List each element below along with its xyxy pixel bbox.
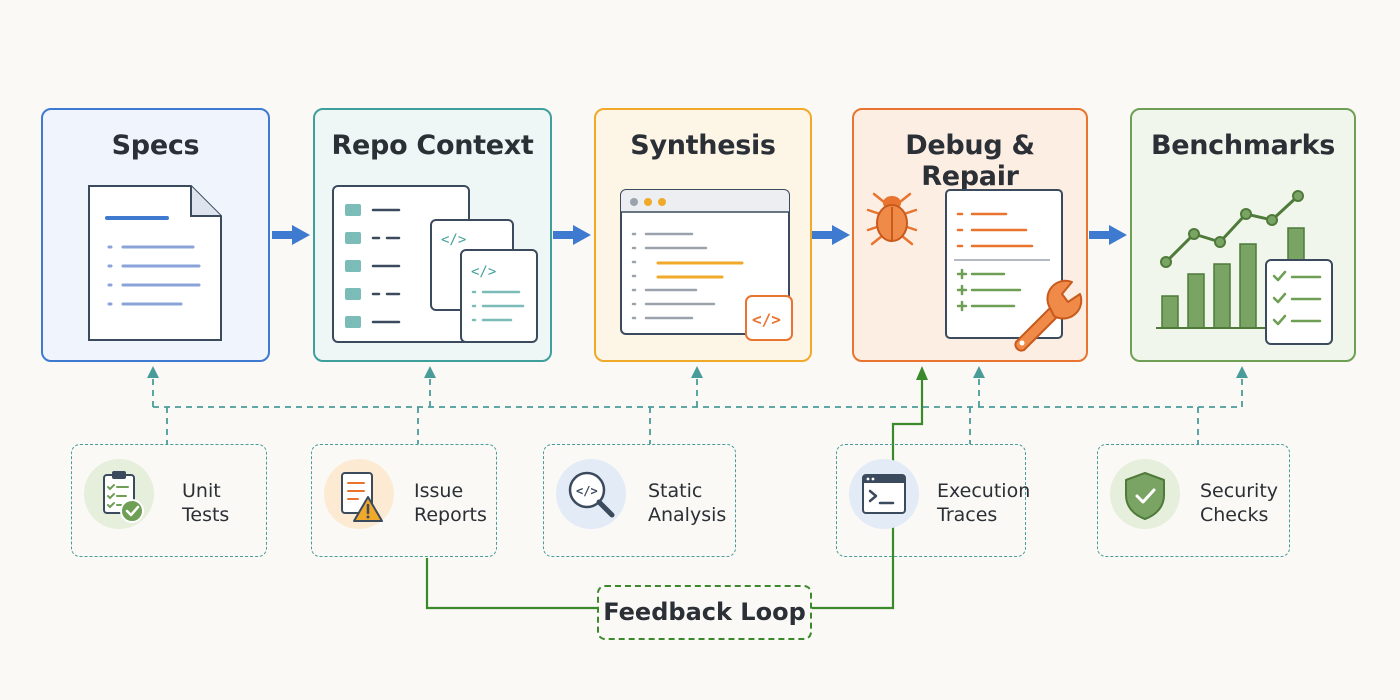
arrow-synthesis-to-debug (812, 225, 850, 245)
bug-wrench-icon (866, 189, 1083, 352)
stage-debug-repair: Debug & Repair (852, 108, 1088, 362)
feedback-loop-label: Feedback Loop (597, 585, 812, 640)
code-editor-icon: </> (620, 189, 793, 341)
stage-title: Repo Context (331, 130, 534, 161)
terminal-icon (849, 459, 919, 529)
stage-title: Specs (111, 130, 200, 161)
arrow-debug-to-benchmarks (1089, 225, 1127, 245)
shield-check-icon (1110, 459, 1180, 529)
stage-title: Debug & Repair (905, 130, 1035, 192)
spec-document-icon (88, 185, 222, 341)
repo-files-icon: </> </> (332, 185, 538, 343)
svg-text:</>: </> (471, 264, 496, 280)
stage-repo-context: Repo Context </> </> (313, 108, 552, 362)
stage-title: Benchmarks (1150, 130, 1336, 161)
svg-text:</>: </> (576, 484, 598, 498)
stage-synthesis: Synthesis </> (594, 108, 812, 362)
bar-chart-checklist-icon (1156, 190, 1333, 345)
clipboard-check-icon (84, 459, 154, 529)
warning-document-icon (324, 459, 394, 529)
stage-benchmarks: Benchmarks (1130, 108, 1356, 362)
code-magnifier-icon: </> (556, 459, 626, 529)
stage-title: Synthesis (630, 130, 776, 161)
wrench-icon (1014, 279, 1083, 352)
svg-text:</>: </> (441, 232, 466, 248)
feedback-loop-path (425, 378, 924, 610)
feedback-bus (152, 378, 1243, 444)
arrow-specs-to-repo (272, 225, 310, 245)
stage-specs: Specs (41, 108, 270, 362)
svg-text:</>: </> (752, 310, 781, 329)
arrow-repo-to-synthesis (553, 225, 591, 245)
